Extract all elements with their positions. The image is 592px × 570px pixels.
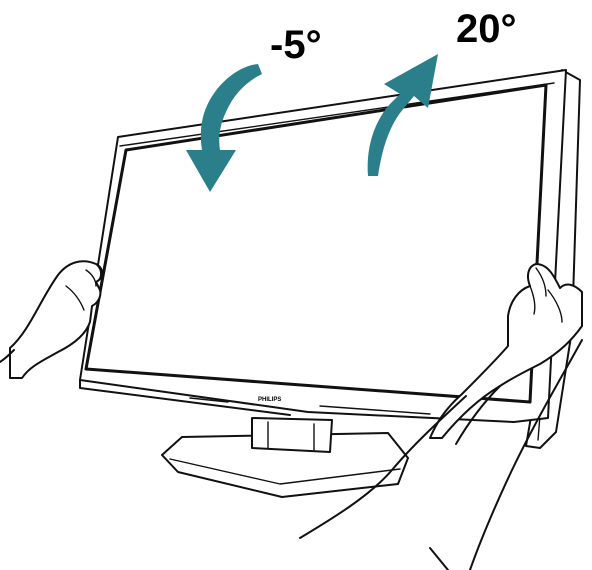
brand-logo: PHILIPS bbox=[258, 397, 281, 403]
tilt-backward-arrow bbox=[367, 54, 438, 176]
left-arm bbox=[0, 349, 15, 363]
tilt-forward-arrow bbox=[186, 64, 262, 192]
table-edge-line bbox=[299, 395, 467, 539]
right-hand bbox=[429, 263, 583, 570]
tilt-backward-label: 20° bbox=[456, 7, 517, 51]
bezel-accent-line bbox=[319, 405, 431, 415]
bezel-accent-line bbox=[189, 397, 229, 403]
monitor-stand-base bbox=[161, 432, 409, 498]
table-edge-line bbox=[429, 547, 449, 570]
left-hand bbox=[9, 260, 103, 379]
tilt-forward-label: -5° bbox=[270, 23, 322, 67]
monitor-stand-neck bbox=[251, 417, 333, 453]
